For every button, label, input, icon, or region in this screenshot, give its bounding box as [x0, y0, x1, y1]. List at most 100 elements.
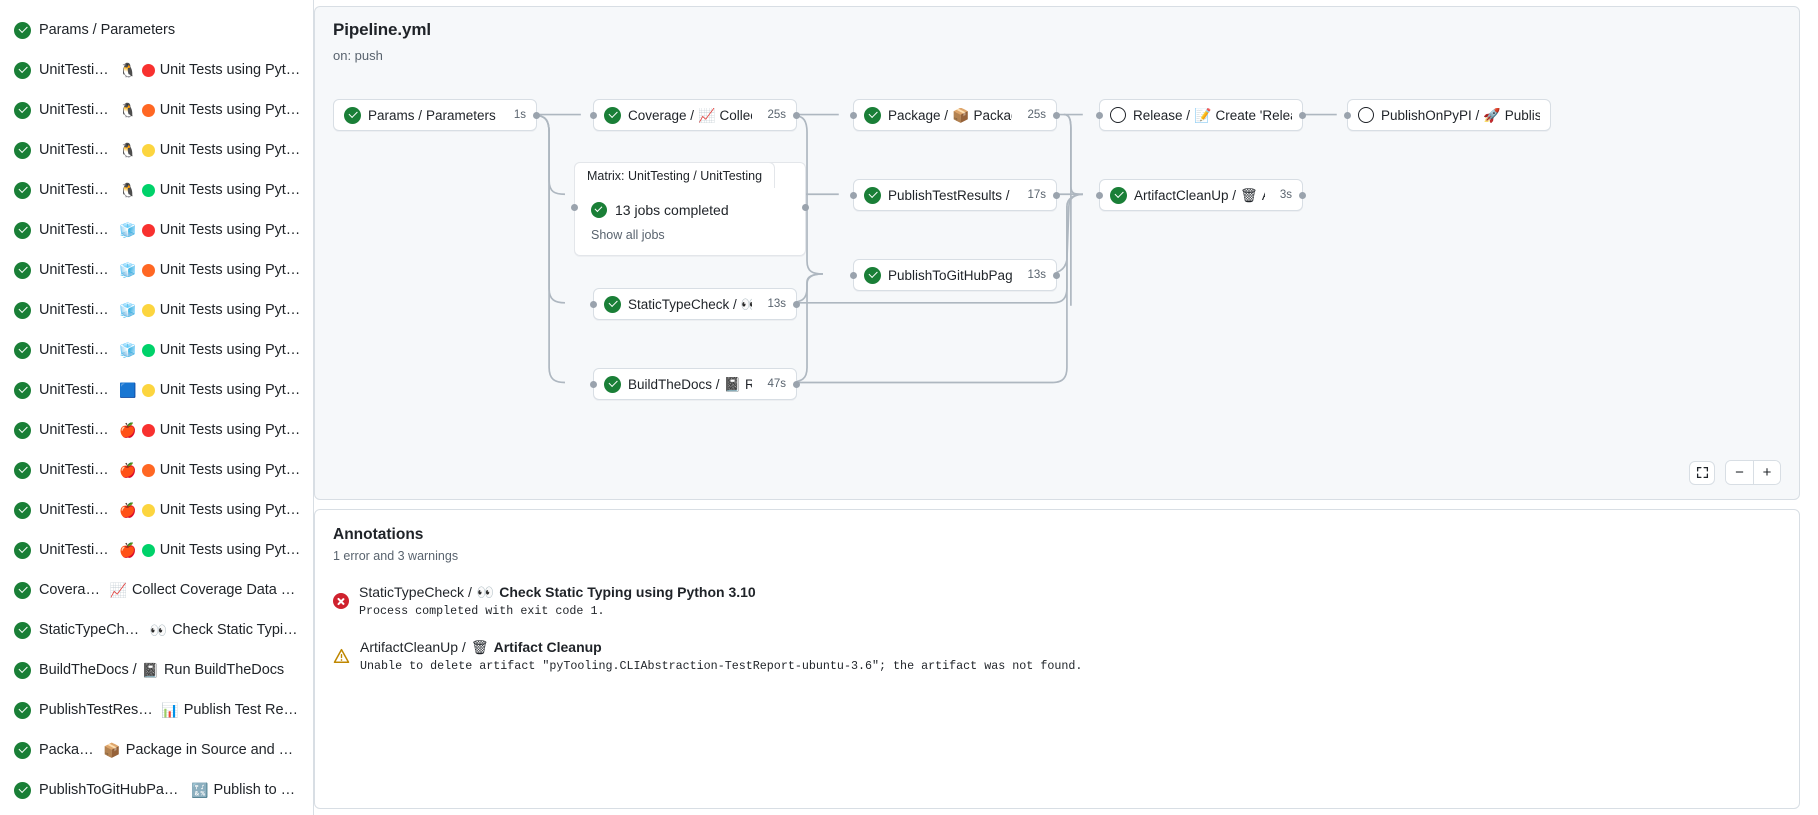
sidebar-job-item[interactable]: UnitTesting / 🍎Unit Tests using Pyth… — [4, 410, 309, 450]
job-emoji-icon: 🔣 — [191, 782, 209, 798]
sidebar-job-name: UnitTesting / — [39, 502, 115, 518]
sidebar-job-item[interactable]: PublishTestResults / 📊Publish Test Resu… — [4, 690, 309, 730]
node-job-name: Release / — [1133, 107, 1191, 123]
node-output-port — [1053, 272, 1060, 279]
sidebar-job-label: UnitTesting / 🧊Unit Tests using Pyth… — [39, 222, 301, 238]
sidebar-job-item[interactable]: UnitTesting / 🐧Unit Tests using Pyth… — [4, 130, 309, 170]
job-emoji-icon: 🐧 — [119, 62, 137, 78]
zoom-out-button[interactable]: − — [1726, 461, 1753, 484]
node-job-name: PublishTestResults / — [888, 187, 1010, 203]
node-status-icon — [1358, 107, 1374, 123]
node-duration: 1s — [513, 109, 526, 121]
zoom-in-button[interactable]: + — [1753, 461, 1780, 484]
annotations-summary: 1 error and 3 warnings — [333, 549, 459, 563]
job-emoji-icon: 🐧 — [119, 142, 137, 158]
sidebar-job-label: UnitTesting / 🧊Unit Tests using Pyth… — [39, 262, 301, 278]
sidebar-job-item[interactable]: UnitTesting / 🟦Unit Tests using Pyth… — [4, 370, 309, 410]
node-input-port — [590, 301, 597, 308]
sidebar-job-item[interactable]: UnitTesting / 🐧Unit Tests using Pyth… — [4, 50, 309, 90]
sidebar-job-item[interactable]: UnitTesting / 🐧Unit Tests using Pyth… — [4, 170, 309, 210]
graph-node-docs[interactable]: BuildTheDocs / 📓Run Buil…47s — [590, 368, 800, 400]
sidebar-job-item[interactable]: UnitTesting / 🧊Unit Tests using Pyth… — [4, 210, 309, 250]
node-emoji-icon: 📈 — [698, 107, 716, 123]
graph-node-ghpages[interactable]: PublishToGitHubPages /🔣…13s — [850, 259, 1060, 291]
sidebar-job-name: UnitTesting / — [39, 102, 115, 118]
sidebar-job-item[interactable]: UnitTesting / 🍎Unit Tests using Pyth… — [4, 490, 309, 530]
sidebar-job-item[interactable]: BuildTheDocs / 📓Run BuildTheDocs — [4, 650, 309, 690]
show-all-jobs-link[interactable]: Show all jobs — [591, 228, 665, 242]
graph-node-release[interactable]: Release / 📝Create 'Release P… — [1096, 99, 1306, 131]
node-status-icon — [344, 106, 361, 124]
python-version-dot-icon — [141, 143, 155, 157]
node-step-label: Create 'Release P… — [1215, 107, 1292, 123]
graph-zoom-controls: − + — [1689, 460, 1781, 485]
matrix-group-body: 13 jobs completed Show all jobs — [575, 188, 805, 255]
node-text: PublishTestResults / 📊Pu… — [888, 188, 1012, 203]
job-emoji-icon: 🐧 — [119, 182, 137, 198]
node-emoji-icon: 📓 — [723, 376, 741, 392]
sidebar-job-label: StaticTypeCheck / 👀Check Static Typing… — [39, 622, 301, 638]
graph-node-package[interactable]: Package / 📦Package in So…25s — [850, 99, 1060, 131]
sidebar-job-name: UnitTesting / — [39, 262, 115, 278]
trigger-event: on: push — [333, 48, 383, 63]
sidebar-job-item[interactable]: UnitTesting / 🍎Unit Tests using Pyth… — [4, 530, 309, 570]
node-emoji-icon: 🚀 — [1483, 107, 1501, 123]
graph-node-typecheck[interactable]: StaticTypeCheck / 👀Chec…13s — [590, 288, 800, 320]
node-output-port — [1053, 112, 1060, 119]
node-text: ArtifactCleanUp / 🗑Artifac… — [1134, 188, 1265, 203]
annotation-header[interactable]: ArtifactCleanUp / 🗑Artifact Cleanup — [360, 639, 1082, 655]
matrix-group-unittesting[interactable]: Matrix: UnitTesting / UnitTesting 13 job… — [571, 162, 809, 256]
sidebar-job-item[interactable]: Params / Parameters — [4, 10, 309, 50]
annotation-header[interactable]: StaticTypeCheck / 👀Check Static Typing u… — [359, 584, 756, 600]
sidebar-job-item[interactable]: UnitTesting / 🍎Unit Tests using Pyth… — [4, 450, 309, 490]
workflow-graph-card: Pipeline.yml on: push — [314, 6, 1800, 500]
sidebar-job-item[interactable]: Coverage / 📈Collect Coverage Data usi… — [4, 570, 309, 610]
node-step-label: Publish to … — [1504, 107, 1540, 123]
error-icon — [333, 584, 349, 618]
sidebar-job-step: Unit Tests using Pyth… — [159, 462, 301, 478]
node-status-icon — [864, 106, 881, 124]
graph-node-testres[interactable]: PublishTestResults / 📊Pu…17s — [850, 179, 1060, 211]
annotation-message: Unable to delete artifact "pyTooling.CLI… — [360, 659, 1083, 673]
annotation-emoji-icon: 🗑 — [470, 639, 489, 655]
node-input-port — [850, 112, 857, 119]
graph-node-coverage[interactable]: Coverage / 📈Collect Cove…25s — [590, 99, 800, 131]
sidebar-job-name: PublishToGitHubPages / — [39, 782, 187, 798]
sidebar-job-label: Package / 📦Package in Source and Wh… — [39, 742, 301, 758]
job-status-icon — [14, 261, 31, 279]
sidebar-job-label: UnitTesting / 🍎Unit Tests using Pyth… — [39, 422, 301, 438]
annotations-title: Annotations — [333, 526, 424, 543]
node-duration: 25s — [767, 109, 786, 121]
node-output-port — [793, 112, 800, 119]
annotations-list: StaticTypeCheck / 👀Check Static Typing u… — [333, 584, 1781, 673]
sidebar-job-label: UnitTesting / 🐧Unit Tests using Pyth… — [39, 102, 301, 118]
sidebar-job-name: UnitTesting / — [39, 62, 115, 78]
sidebar-job-step: Package in Source and Wh… — [125, 742, 301, 758]
matrix-output-port — [802, 204, 809, 211]
node-emoji-icon: 📦 — [952, 107, 970, 123]
sidebar-job-item[interactable]: UnitTesting / 🧊Unit Tests using Pyth… — [4, 330, 309, 370]
annotation-step-name: Check Static Typing using Python 3.10 — [499, 584, 756, 600]
node-status-icon — [1110, 186, 1127, 204]
graph-node-cleanup[interactable]: ArtifactCleanUp / 🗑Artifac…3s — [1096, 179, 1306, 211]
sidebar-job-step: Unit Tests using Pyth… — [159, 342, 301, 358]
matrix-group-label: Matrix: UnitTesting / UnitTesting — [587, 168, 763, 183]
node-job-name: PublishToGitHubPages / — [888, 267, 1013, 283]
sidebar-job-item[interactable]: PublishToGitHubPages / 🔣Publish to G… — [4, 770, 309, 810]
fit-screen-icon[interactable] — [1689, 460, 1715, 485]
sidebar-job-item[interactable]: UnitTesting / 🐧Unit Tests using Pyth… — [4, 90, 309, 130]
sidebar-job-item[interactable]: StaticTypeCheck / 👀Check Static Typing… — [4, 610, 309, 650]
node-emoji-icon: 👀 — [741, 297, 753, 311]
sidebar-job-item[interactable]: UnitTesting / 🧊Unit Tests using Pyth… — [4, 290, 309, 330]
node-emoji-icon: 📝 — [1194, 107, 1212, 123]
python-version-dot-icon — [141, 543, 155, 557]
graph-node-pypi[interactable]: PublishOnPyPI / 🚀Publish to … — [1344, 99, 1551, 131]
sidebar-job-step: Unit Tests using Pyth… — [159, 262, 301, 278]
sidebar-job-item[interactable]: Package / 📦Package in Source and Wh… — [4, 730, 309, 770]
sidebar-job-item[interactable]: UnitTesting / 🧊Unit Tests using Pyth… — [4, 250, 309, 290]
job-status-icon — [14, 341, 31, 359]
matrix-input-port — [571, 204, 578, 211]
